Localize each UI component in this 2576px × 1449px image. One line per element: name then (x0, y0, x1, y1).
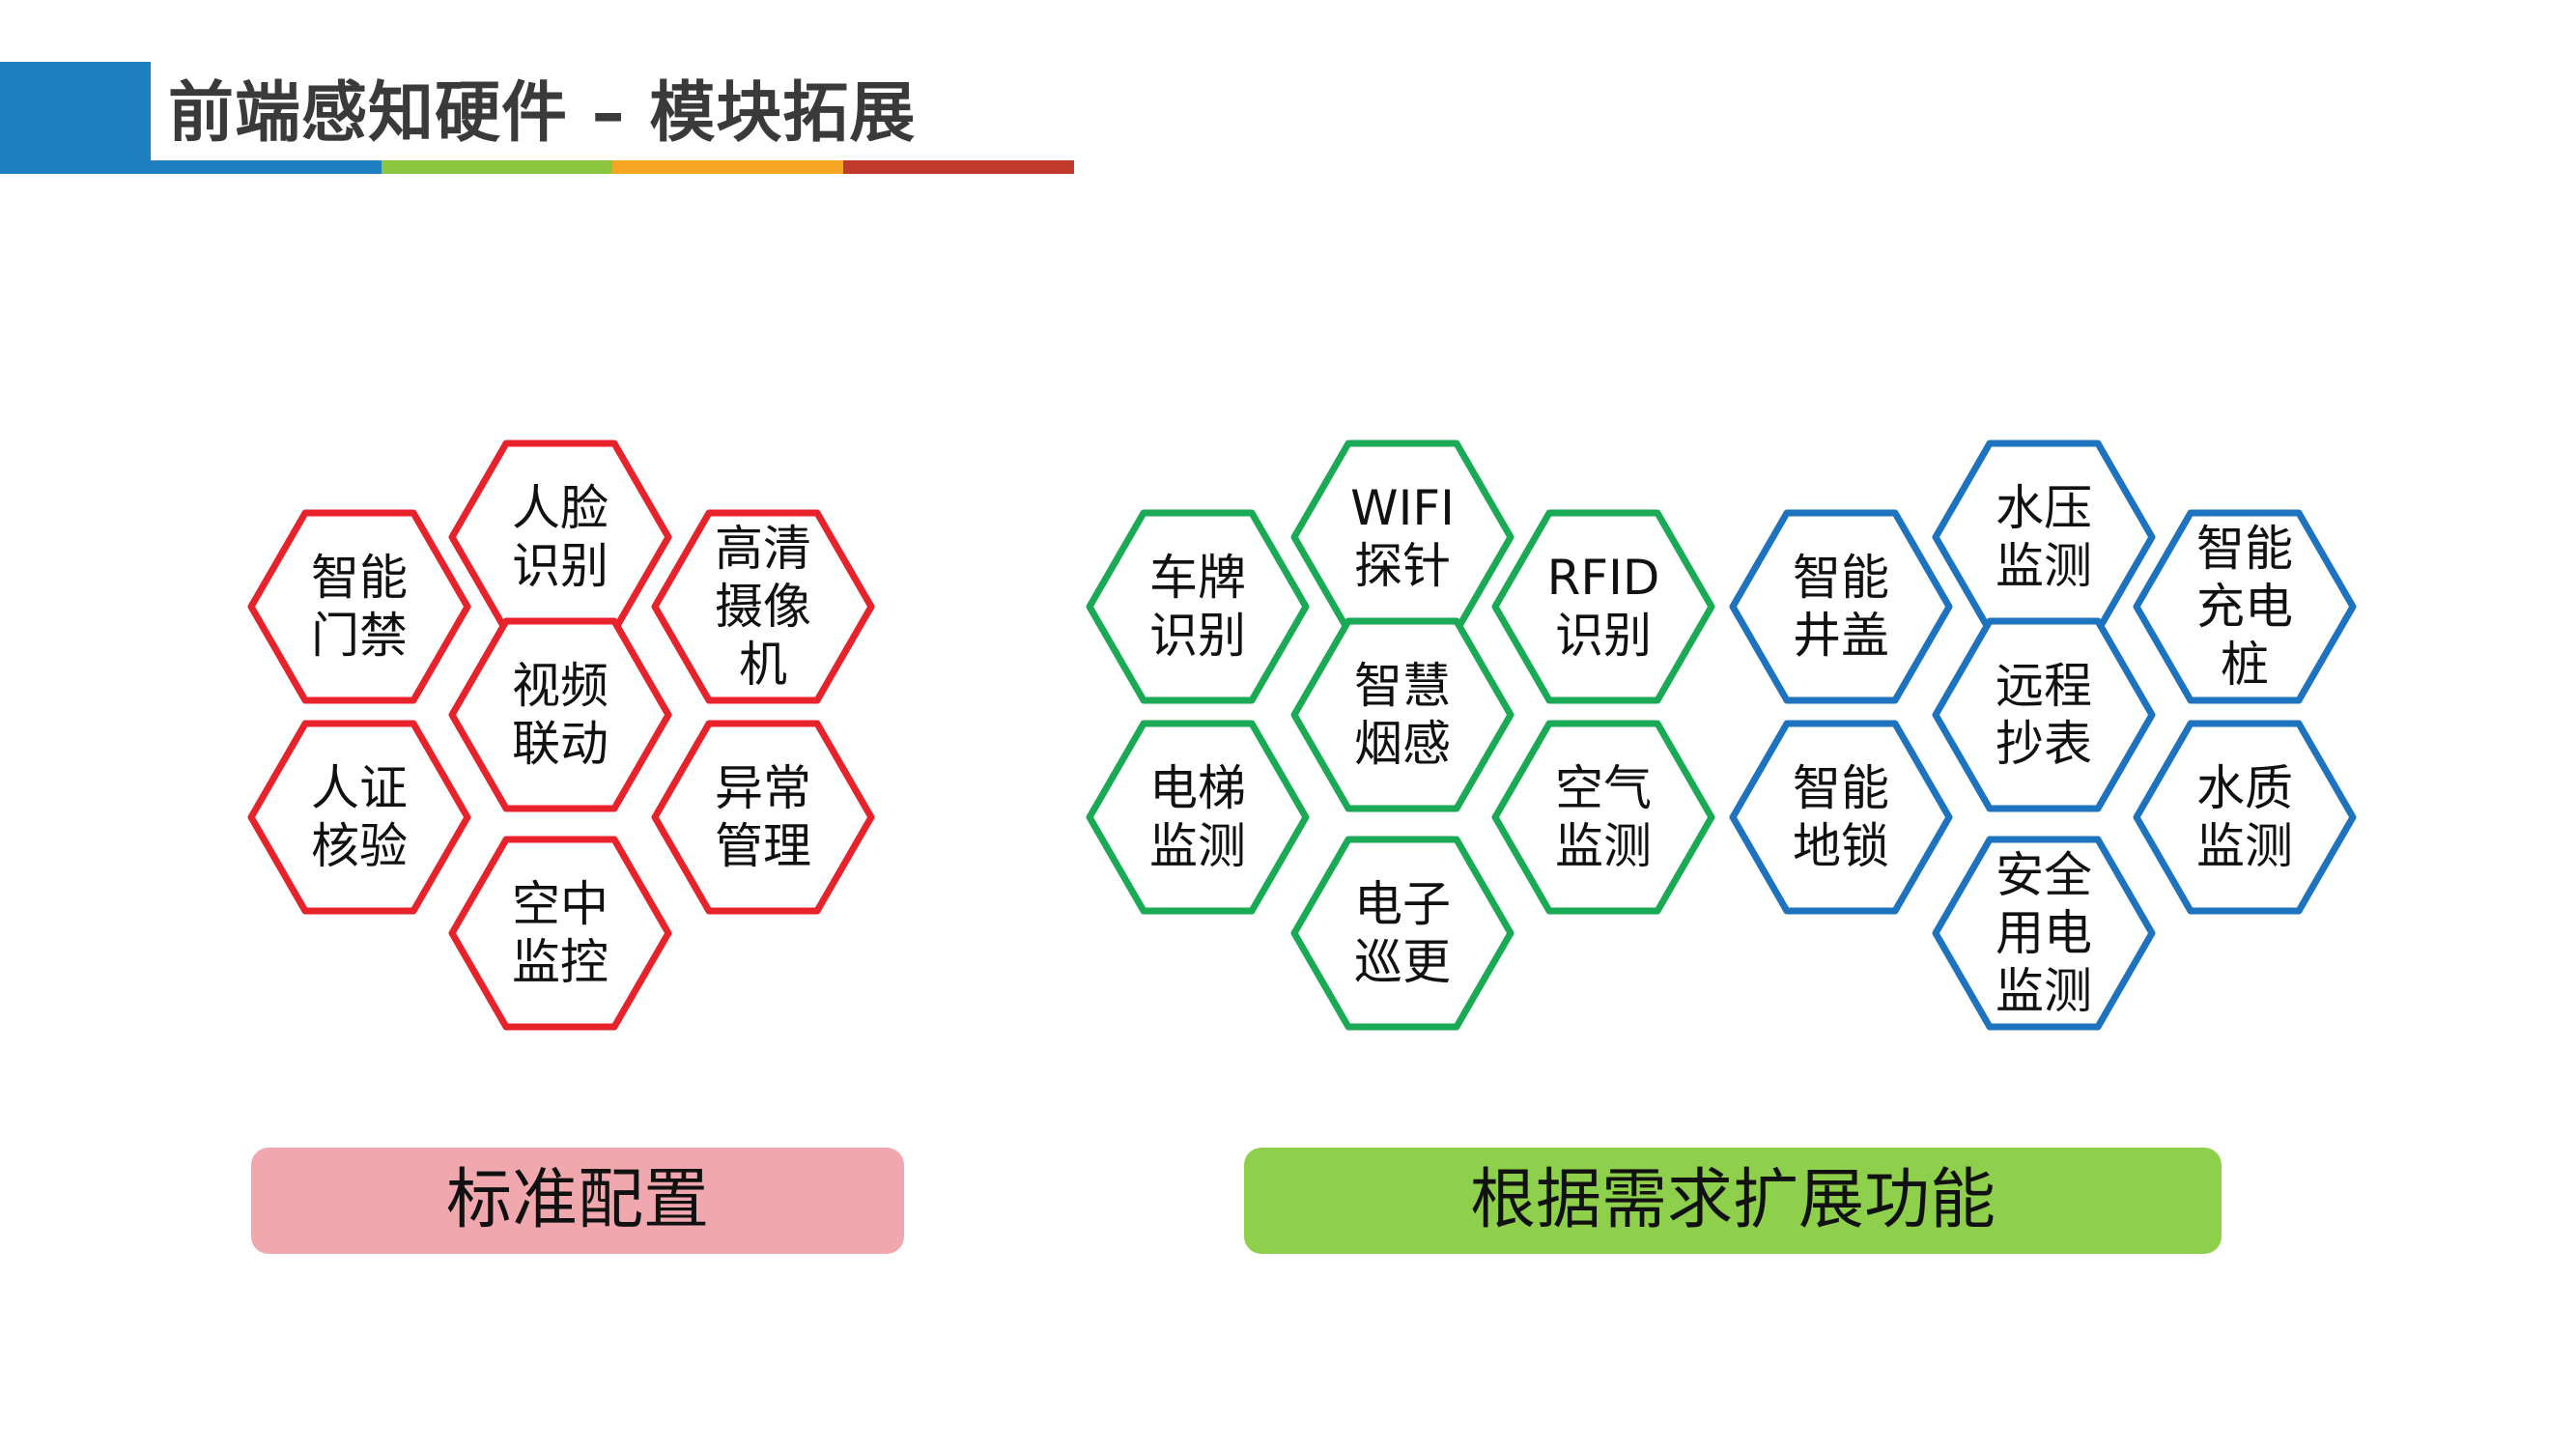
expansion-group-1-hexagon-5 (1086, 720, 1310, 915)
standard-group-hexagon-7 (448, 836, 672, 1031)
standard-group-item-6: 异常 管理 (715, 760, 811, 874)
expansion-group-2-item-2: 水压 监测 (1996, 480, 2092, 594)
expansion-group-2-hexagon-4 (1932, 617, 2156, 812)
page-title: 前端感知硬件 – 模块拓展 (168, 75, 917, 152)
standard-group-hexagon-3 (651, 509, 875, 704)
standard-group-item-2: 人脸 识别 (512, 480, 609, 594)
underline-segment-green (382, 160, 612, 174)
expansion-group-2-item-5: 智能 地锁 (1793, 760, 1889, 874)
expansion-group-1-hexagon-3 (1491, 509, 1715, 704)
expansion-group-1-item-5: 电梯 监测 (1149, 760, 1246, 874)
underline-segment-orange (612, 160, 843, 174)
expansion-group-2-hexagon-1 (1729, 509, 1953, 704)
underline-segment-red (843, 160, 1074, 174)
expansion-group-1-item-2: WIFI 探针 (1350, 480, 1455, 594)
standard-group-item-1: 智能 门禁 (311, 550, 408, 664)
standard-group-hexagon-4 (448, 617, 672, 812)
header-accent-block (0, 62, 151, 174)
expansion-group-2-item-7: 安全 用电 监测 (1996, 847, 2092, 1019)
standard-group-item-3: 高清 摄像 机 (715, 521, 811, 693)
expansion-group-2-hexagon-6 (2133, 720, 2357, 915)
standard-group-item-7: 空中 监控 (512, 876, 609, 990)
expansion-group-1-hexagon-7 (1290, 836, 1514, 1031)
underline-segment-blue (151, 160, 382, 174)
expansion-group-1-item-6: 空气 监测 (1555, 760, 1652, 874)
expansion-group-2-item-1: 智能 井盖 (1793, 550, 1889, 664)
expansion-group-2-hexagon-5 (1729, 720, 1953, 915)
expansion-group-1-item-1: 车牌 识别 (1149, 550, 1246, 664)
standard-group-hexagon-6 (651, 720, 875, 915)
expansion-group-1-item-3: RFID 识别 (1546, 550, 1660, 664)
expansion-group-2-hexagon-7 (1932, 836, 2156, 1031)
expansion-group-1-hexagon-1 (1086, 509, 1310, 704)
expansion-group-1-hexagon-6 (1491, 720, 1715, 915)
title-underline (151, 160, 1074, 174)
expansion-group-2-hexagon-3 (2133, 509, 2357, 704)
standard-group-item-4: 视频 联动 (512, 658, 609, 772)
expansion-group-1-item-4: 智慧 烟感 (1354, 658, 1451, 772)
standard-config-label: 标准配置 (251, 1148, 904, 1254)
standard-group-hexagon-1 (247, 509, 471, 704)
expansion-group-1-hexagon-4 (1290, 617, 1514, 812)
expansion-feature-label: 根据需求扩展功能 (1244, 1148, 2222, 1254)
expansion-group-1-item-7: 电子 巡更 (1354, 876, 1451, 990)
standard-group-item-5: 人证 核验 (311, 760, 408, 874)
standard-group-hexagon-5 (247, 720, 471, 915)
expansion-group-2-item-3: 智能 充电 桩 (2196, 521, 2293, 693)
expansion-group-2-item-4: 远程 抄表 (1996, 658, 2092, 772)
expansion-group-2-item-6: 水质 监测 (2196, 760, 2293, 874)
